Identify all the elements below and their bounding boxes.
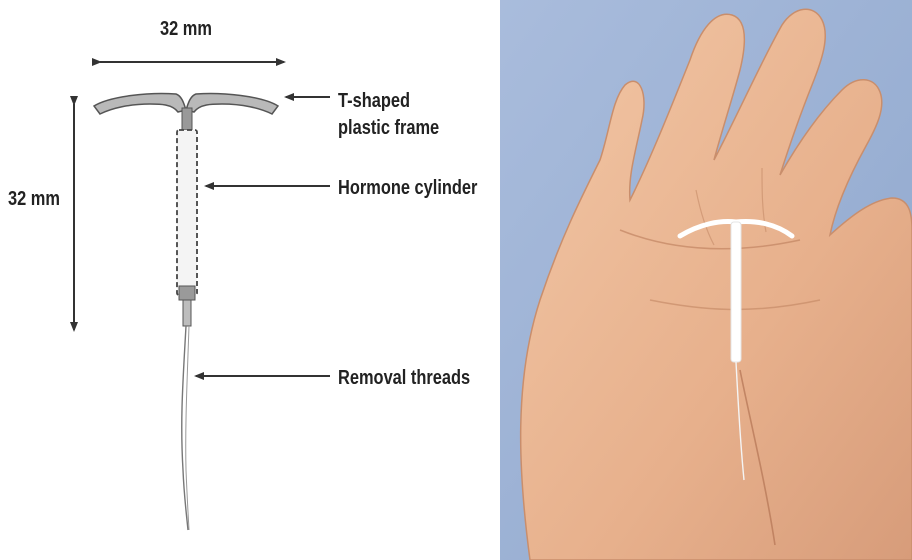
height-dimension-label: 32 mm [8,188,60,211]
threads-label: Removal threads [338,367,470,390]
frame-label: T-shaped plastic frame [338,88,439,142]
t-shaped-frame [94,94,278,131]
iud-diagram-drawing [0,0,500,560]
hormone-cylinder [177,130,197,326]
width-dimension-label: 32 mm [160,18,212,41]
removal-threads [182,326,189,530]
cylinder-label: Hormone cylinder [338,177,477,200]
iud-diagram: 32 mm 32 mm T-shaped plastic frame Hormo… [0,0,500,560]
palm-photo [500,0,912,560]
palm-photo-drawing [500,0,912,560]
